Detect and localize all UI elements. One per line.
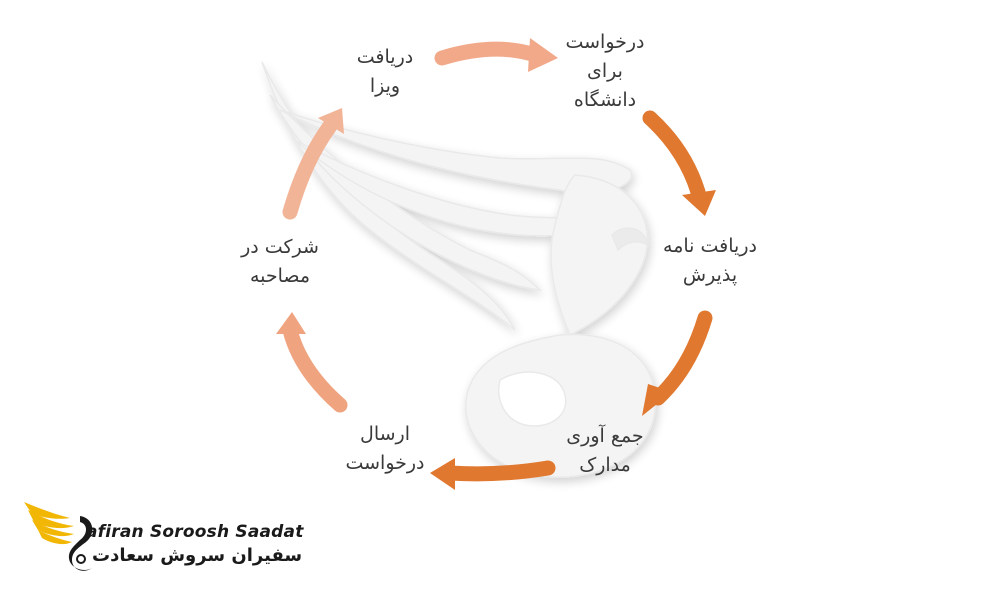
step-admission-letter: دریافت نامه پذیرش [663,235,757,286]
logo-text-english: afiran Soroosh Saadat [86,522,304,542]
step-document-collection: جمع آوری مدارک [566,425,644,476]
swan-wing-logo-icon [24,502,93,571]
arrow-admission-to-documents [642,310,713,416]
company-logo: afiran Soroosh Saadat سفیران سروش سعادت [18,488,308,588]
logo-text-persian: سفیران سروش سعادت [92,545,303,566]
step-interview: شرکت در مصاحبه [241,236,319,287]
arrow-visa-to-university [434,38,558,72]
arrow-interview-to-visa [282,108,344,220]
arrow-submit-to-interview [276,312,348,413]
cycle-arrows [276,38,716,490]
arrow-documents-to-submit [430,458,556,490]
step-submit-application: ارسال درخواست [345,423,425,474]
arrow-university-to-admission [642,110,716,216]
step-visa: دریافت ویزا [356,46,414,97]
swan-wing-watermark-icon [261,61,657,478]
step-university-application: درخواست برای دانشگاه [565,31,645,111]
